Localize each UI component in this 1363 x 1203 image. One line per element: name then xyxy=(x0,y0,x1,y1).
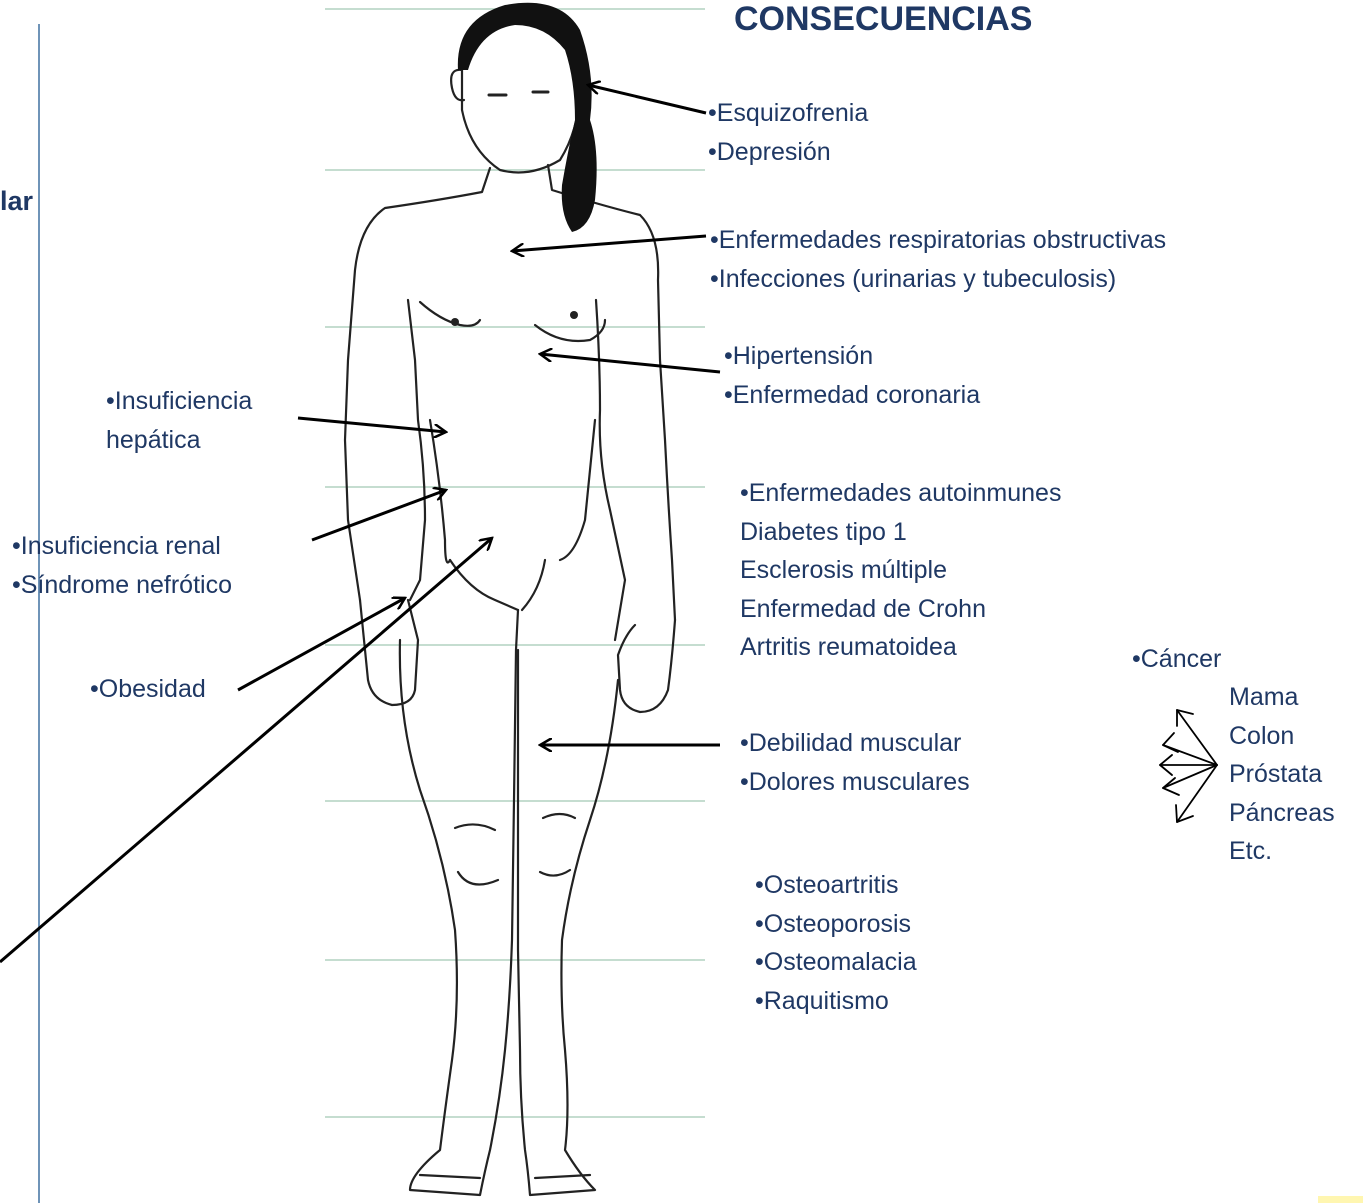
hair xyxy=(458,3,597,232)
label-line: Artritis reumatoidea xyxy=(740,628,1061,667)
label-line: •Osteoartritis xyxy=(755,866,917,905)
label-mental: •Esquizofrenia •Depresión xyxy=(708,94,868,171)
label-line: •Osteoporosis xyxy=(755,905,917,944)
label-respiratory: •Enfermedades respiratorias obstructivas… xyxy=(710,221,1166,298)
label-line: •Osteomalacia xyxy=(755,943,917,982)
label-liver: •Insuficiencia hepática xyxy=(106,382,252,459)
label-line: •Enfermedad coronaria xyxy=(724,376,980,415)
right-knee xyxy=(543,814,575,818)
label-line: •Hipertensión xyxy=(724,337,980,376)
guide-lines xyxy=(325,9,705,1117)
arrow-cardio xyxy=(540,354,720,372)
label-line: Etc. xyxy=(1229,832,1335,871)
right-arm xyxy=(596,300,625,640)
label-cancer: •Cáncer xyxy=(1132,640,1221,679)
label-line: Próstata xyxy=(1229,755,1335,794)
label-line: Mama xyxy=(1229,678,1335,717)
label-line: •Insuficiencia renal xyxy=(12,527,232,566)
arrow-mental xyxy=(588,85,706,113)
right-leg xyxy=(518,650,618,1195)
torso-right xyxy=(560,420,595,560)
label-line: •Infecciones (urinarias y tubeculosis) xyxy=(710,260,1166,299)
label-line: •Enfermedades autoinmunes xyxy=(740,474,1061,513)
right-nipple xyxy=(570,311,578,319)
label-muscle: •Debilidad muscular •Dolores musculares xyxy=(740,724,970,801)
arrow-respiratory xyxy=(512,236,706,251)
left-arm xyxy=(408,300,425,600)
label-line: Diabetes tipo 1 xyxy=(740,513,1061,552)
label-line: •Enfermedades respiratorias obstructivas xyxy=(710,221,1166,260)
label-bone: •Osteoartritis •Osteoporosis •Osteomalac… xyxy=(755,866,917,1020)
neck xyxy=(345,168,490,600)
label-line: Enfermedad de Crohn xyxy=(740,590,1061,629)
label-line: •Insuficiencia xyxy=(106,382,252,421)
label-line: •Síndrome nefrótico xyxy=(12,566,232,605)
left-nipple xyxy=(451,318,459,326)
label-kidney: •Insuficiencia renal •Síndrome nefrótico xyxy=(12,527,232,604)
cut-off-text: lar xyxy=(0,186,33,217)
right-breast xyxy=(535,320,605,341)
left-foot xyxy=(420,1175,480,1178)
face xyxy=(489,92,548,95)
label-autoimmune: •Enfermedades autoinmunes Diabetes tipo … xyxy=(740,474,1061,667)
label-cardio: •Hipertensión •Enfermedad coronaria xyxy=(724,337,980,414)
label-line: •Raquitismo xyxy=(755,982,917,1021)
label-line: hepática xyxy=(106,421,252,460)
label-line: •Debilidad muscular xyxy=(740,724,970,763)
right-foot xyxy=(535,1175,590,1178)
left-leg xyxy=(400,610,518,1195)
label-obesity: •Obesidad xyxy=(90,670,206,709)
label-line: •Obesidad xyxy=(90,670,206,709)
left-breast xyxy=(420,302,480,326)
cancer-arrows xyxy=(1160,710,1217,822)
label-line: Páncreas xyxy=(1229,794,1335,833)
label-line: •Depresión xyxy=(708,133,868,172)
arrow-liver xyxy=(298,418,446,432)
label-line: •Dolores musculares xyxy=(740,763,970,802)
hip-line xyxy=(450,560,518,610)
label-line: Colon xyxy=(1229,717,1335,756)
label-line: Esclerosis múltiple xyxy=(740,551,1061,590)
left-knee xyxy=(455,824,495,830)
label-line: •Esquizofrenia xyxy=(708,94,868,133)
label-cancer-types: Mama Colon Próstata Páncreas Etc. xyxy=(1229,678,1335,871)
label-line: •Cáncer xyxy=(1132,640,1221,679)
corner-highlight xyxy=(1318,1196,1363,1203)
page-title: CONSECUENCIAS xyxy=(734,0,1032,39)
